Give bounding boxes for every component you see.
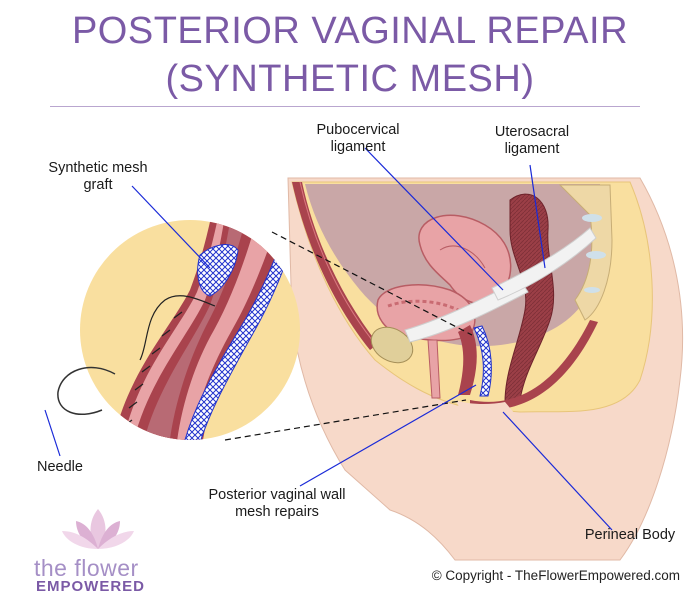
lotus-logo-icon (62, 509, 134, 549)
title-divider (50, 106, 640, 107)
abdominal-wall (292, 182, 378, 350)
vagina (458, 325, 477, 395)
needle-icon (57, 366, 116, 415)
pelvic-floor (470, 320, 598, 410)
label-synthetic-mesh-graft: Synthetic mesh graft (48, 160, 148, 193)
label-pubocervical-ligament: Pubocervical ligament (316, 122, 400, 155)
label-perineal-body: Perineal Body (584, 527, 676, 543)
brand-name-line1: the flower (34, 555, 139, 581)
label-uterosacral-ligament: Uterosacral ligament (494, 124, 570, 157)
label-pointers (44, 147, 613, 531)
zoom-line-top (271, 231, 473, 336)
page-title: POSTERIOR VAGINAL REPAIR (71, 10, 629, 52)
label-needle: Needle (37, 459, 83, 475)
zoom-line-bottom (224, 399, 467, 441)
page-subtitle: (SYNTHETIC MESH) (165, 58, 535, 100)
brand-name-line2: EMPOWERED (36, 578, 146, 595)
magnified-view (57, 220, 300, 440)
pubic-bone (370, 326, 414, 364)
copyright-text: © Copyright - TheFlowerEmpowered.com (431, 568, 680, 583)
label-posterior-vaginal-wall: Posterior vaginal wall mesh repairs (208, 487, 346, 520)
perineum (455, 400, 520, 425)
posterior-mesh-repair (473, 325, 492, 397)
pelvis-cross-section (287, 177, 684, 561)
urethra (427, 339, 441, 399)
